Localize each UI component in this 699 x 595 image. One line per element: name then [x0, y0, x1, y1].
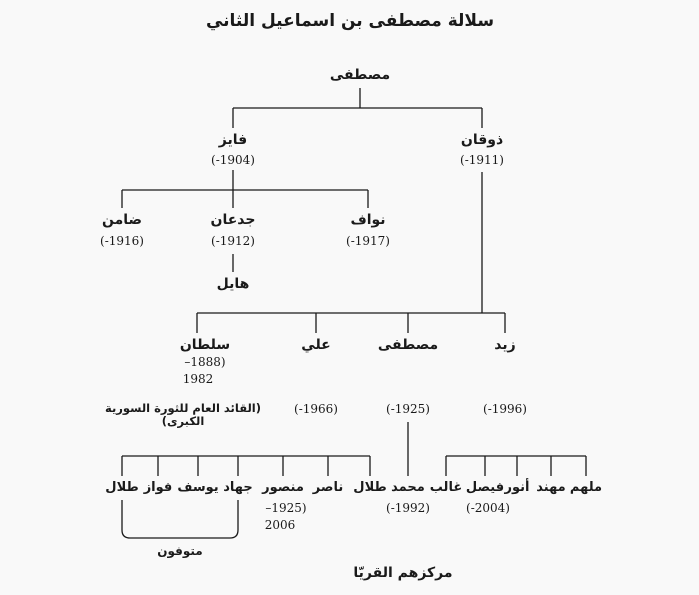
node-sultan-dates-line2: 1982 — [182, 372, 214, 386]
deceased-label: متوفون — [157, 544, 203, 558]
node-jihad: جهاد — [223, 480, 253, 495]
node-faisal-dates: (-2004) — [466, 501, 510, 515]
node-mustafa2-dates: (-1925) — [386, 402, 430, 416]
node-naser: ناصر — [312, 480, 344, 495]
node-anwar: أنور — [504, 480, 530, 495]
node-nawwaf-dates: (-1917) — [346, 234, 390, 248]
node-mulhem: ملهم — [569, 480, 603, 495]
node-yousef: يوسف — [177, 480, 219, 495]
node-hayel: هايل — [216, 276, 250, 292]
node-ghaleb: غالب — [429, 480, 463, 495]
node-mohammad: محمد — [391, 480, 425, 495]
node-mohammad-dates: (-1992) — [386, 501, 430, 515]
diagram-title: سلالة مصطفى بن اسماعيل الثاني — [205, 11, 495, 31]
footer-location: مركزهم القريّا — [353, 565, 453, 581]
root-name: مصطفى — [329, 67, 391, 83]
node-muhannad: مهند — [536, 480, 566, 495]
node-dhuqan-dates: (-1911) — [460, 153, 504, 167]
node-mustafa2: مصطفى — [377, 337, 439, 353]
node-dhamen: ضامن — [101, 212, 143, 228]
node-nawwaf: نواف — [350, 212, 386, 228]
node-mansour-dates-line2: 2006 — [264, 518, 296, 532]
node-talal-b: طلال — [105, 480, 139, 495]
node-dhuqan: ذوقان — [460, 132, 504, 148]
node-talal-a: طلال — [353, 480, 387, 495]
node-zaid: زيد — [494, 337, 516, 353]
node-ali-dates: (-1966) — [294, 402, 338, 416]
node-dhamen-dates: (-1916) — [100, 234, 144, 248]
deceased-bracket — [121, 500, 239, 539]
node-jadaan: جدعان — [210, 212, 256, 228]
node-fayez-dates: (-1904) — [211, 153, 255, 167]
node-sultan-note: (القائد العام للثورة السورية الكبرى) — [105, 401, 261, 429]
node-sultan: سلطان — [179, 337, 231, 353]
node-fawwaz: فواز — [143, 480, 173, 495]
node-jadaan-dates: (-1912) — [211, 234, 255, 248]
node-mansour-dates-line1: –1925) — [265, 501, 307, 515]
node-sultan-dates-line1: –1888) — [184, 355, 226, 369]
node-mansour: منصور — [262, 480, 304, 495]
node-zaid-dates: (-1996) — [483, 402, 527, 416]
node-ali: علي — [301, 337, 331, 353]
node-faisal: فيصل — [465, 480, 505, 495]
node-fayez: فايز — [218, 132, 248, 148]
